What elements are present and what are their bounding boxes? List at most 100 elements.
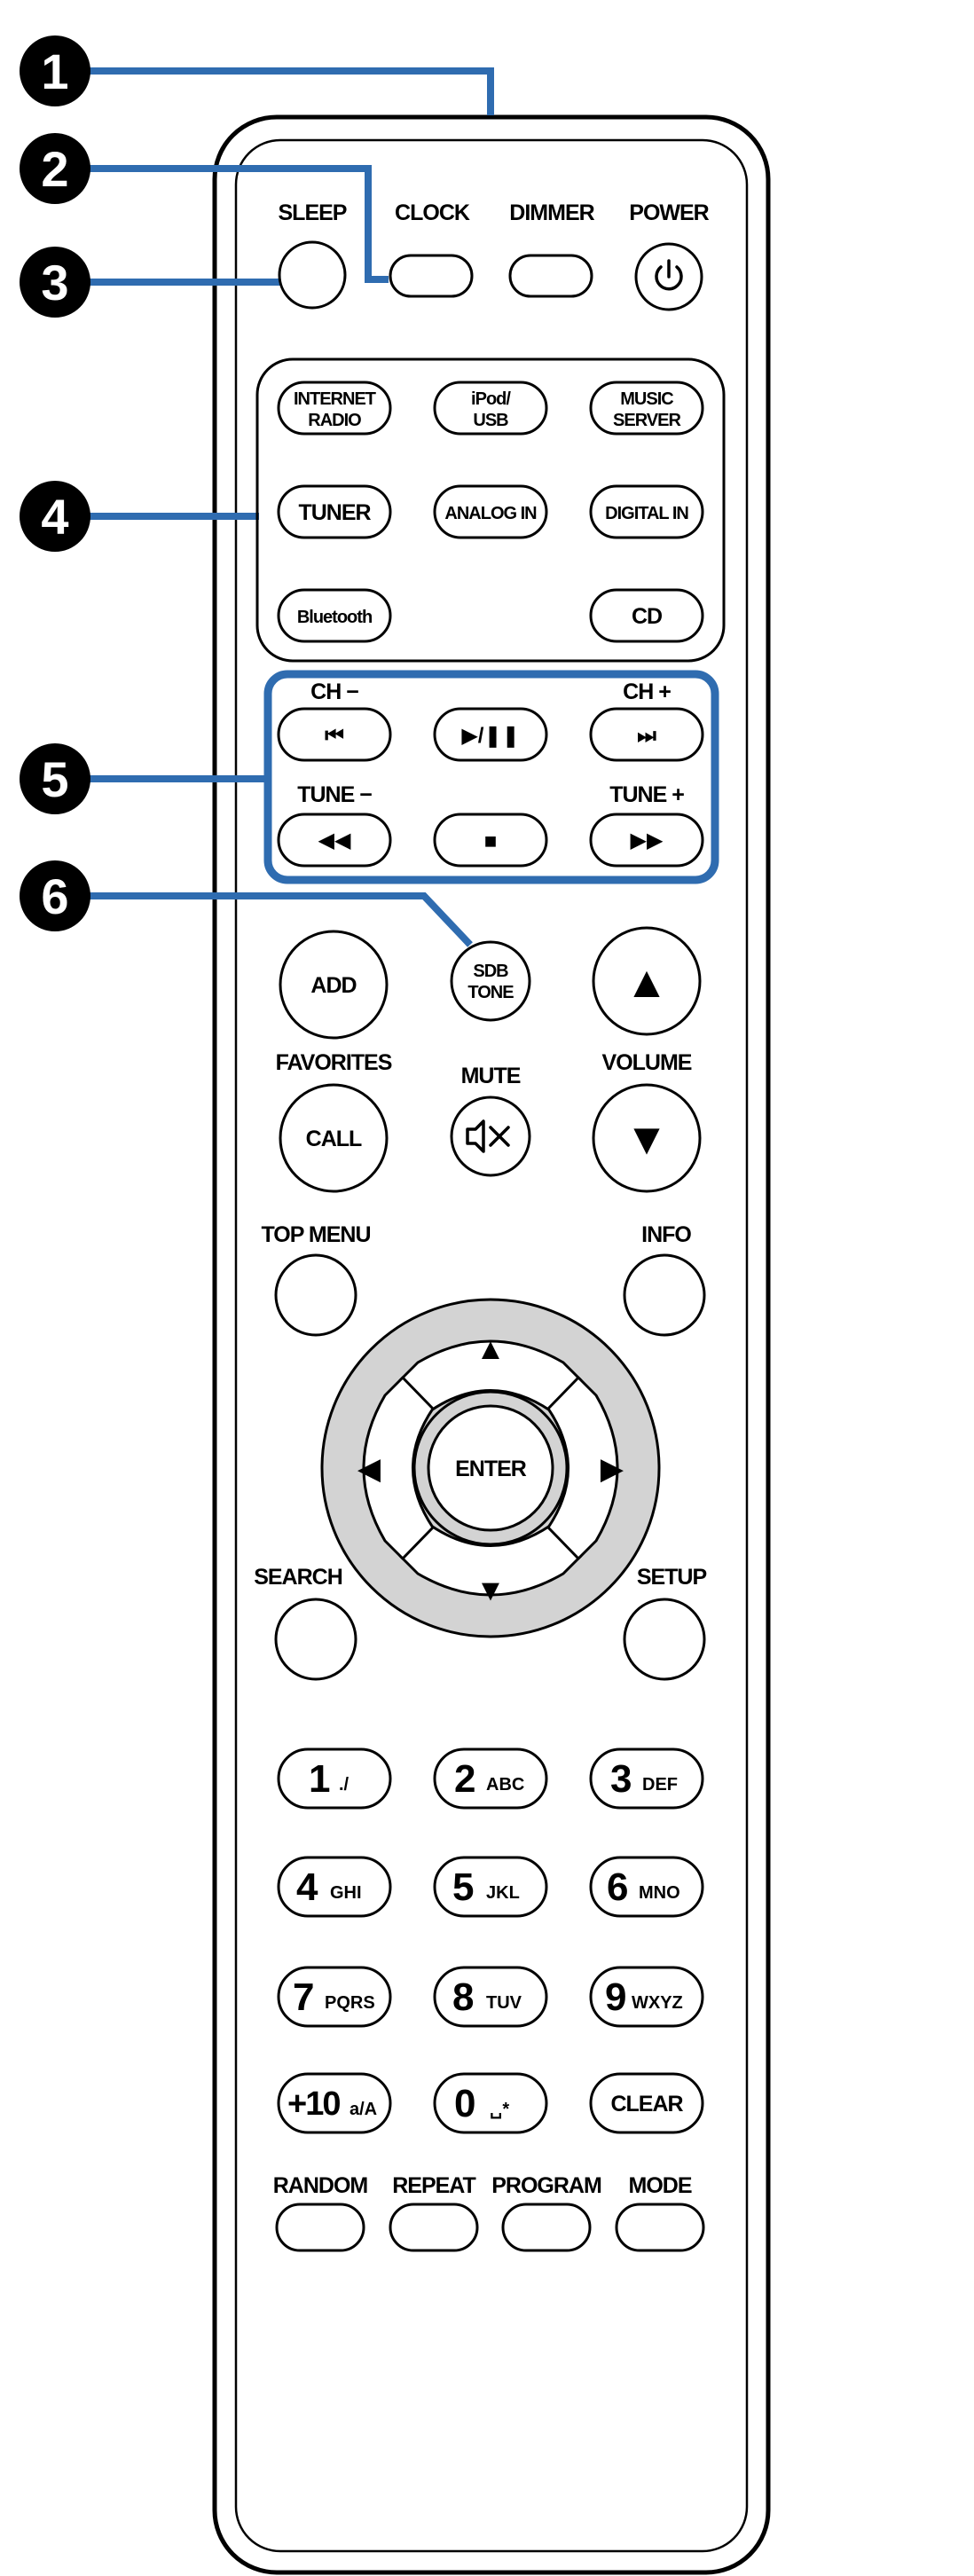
svg-text:ADD: ADD <box>310 973 356 998</box>
svg-text:RADIO: RADIO <box>308 411 361 430</box>
mute-label: MUTE <box>461 1064 521 1088</box>
random-button[interactable] <box>275 2203 365 2252</box>
svg-text:a/A: a/A <box>350 2100 377 2119</box>
svg-text:6: 6 <box>607 1865 628 1909</box>
svg-text:7: 7 <box>293 1975 314 2019</box>
power-icon <box>655 259 683 291</box>
keypad-button-1[interactable]: 1 ./ <box>277 1747 392 1810</box>
rewind-button[interactable]: ◀◀ <box>277 813 392 868</box>
svg-text:./: ./ <box>339 1775 350 1795</box>
analog-in-button[interactable]: ANALOG IN <box>433 484 548 539</box>
svg-text:␣*: ␣* <box>490 2100 509 2119</box>
svg-text:5: 5 <box>41 751 68 807</box>
keypad-button-5[interactable]: 5 JKL <box>433 1856 548 1918</box>
svg-text:CLEAR: CLEAR <box>610 2092 683 2117</box>
rewind-icon: ◀◀ <box>318 829 351 852</box>
favorites-label: FAVORITES <box>276 1050 392 1075</box>
svg-text:ANALOG IN: ANALOG IN <box>444 504 537 523</box>
play-pause-button[interactable]: ▶/❚❚ <box>433 707 548 762</box>
keypad-button-8[interactable]: 8 TUV <box>433 1966 548 2028</box>
cursor-left-button[interactable] <box>362 1376 435 1560</box>
svg-text:1: 1 <box>309 1757 330 1801</box>
stop-icon: ■ <box>484 829 498 853</box>
svg-text:ABC: ABC <box>486 1775 524 1795</box>
volume-down-button[interactable]: ▼ <box>592 1083 702 1193</box>
next-track-button[interactable]: ⏭ <box>589 707 704 762</box>
cd-button[interactable]: CD <box>589 588 704 643</box>
call-button[interactable]: CALL <box>279 1083 389 1193</box>
sdb-tone-button[interactable]: SDB TONE <box>450 940 531 1022</box>
svg-text:2: 2 <box>454 1757 475 1801</box>
up-arrow-icon: ▲ <box>475 1332 506 1366</box>
svg-text:TONE: TONE <box>467 983 514 1002</box>
source-button-group <box>255 357 726 663</box>
keypad-button-7[interactable]: 7 PQRS <box>277 1966 392 2028</box>
program-label: PROGRAM <box>491 2173 601 2198</box>
tune-plus-label: TUNE + <box>609 782 684 807</box>
mute-icon <box>466 1119 510 1153</box>
add-button[interactable]: ADD <box>279 930 389 1040</box>
tuner-button[interactable]: TUNER <box>277 484 392 539</box>
setup-label: SETUP <box>637 1565 707 1590</box>
mode-button[interactable] <box>615 2203 705 2252</box>
keypad-button-2[interactable]: 2 ABC <box>433 1747 548 1810</box>
sleep-label: SLEEP <box>279 200 347 225</box>
repeat-button[interactable] <box>389 2203 479 2252</box>
program-button[interactable] <box>501 2203 592 2252</box>
volume-up-button[interactable]: ▲ <box>592 926 702 1036</box>
svg-text:INTERNET: INTERNET <box>294 389 376 409</box>
setup-button[interactable] <box>623 1598 706 1681</box>
mode-label: MODE <box>629 2173 692 2198</box>
volume-up-icon: ▲ <box>624 957 669 1007</box>
ipod-usb-button[interactable]: iPod/ USB <box>433 381 548 436</box>
callout-badge-5: 5 <box>20 743 90 814</box>
bluetooth-button[interactable]: Bluetooth <box>277 588 392 643</box>
previous-track-button[interactable]: ⏮ <box>277 707 392 762</box>
cursor-right-button[interactable] <box>546 1376 619 1560</box>
sleep-button[interactable] <box>278 240 347 310</box>
dimmer-button[interactable] <box>508 254 593 298</box>
svg-text:2: 2 <box>41 141 68 197</box>
fast-forward-button[interactable]: ▶▶ <box>589 813 704 868</box>
svg-text:PQRS: PQRS <box>325 1993 375 2013</box>
callout-badge-6: 6 <box>20 860 90 931</box>
svg-text:JKL: JKL <box>486 1883 520 1903</box>
clock-label: CLOCK <box>395 200 470 225</box>
svg-text:SDB: SDB <box>473 962 508 981</box>
volume-label: VOLUME <box>602 1050 692 1075</box>
skip-back-icon: ⏮ <box>325 724 344 748</box>
info-button[interactable] <box>623 1253 706 1337</box>
svg-text:6: 6 <box>41 868 68 924</box>
stop-button[interactable]: ■ <box>433 813 548 868</box>
top-menu-button[interactable] <box>274 1253 357 1337</box>
callout-badge-2: 2 <box>20 133 90 204</box>
transport-button-group <box>263 670 719 884</box>
keypad-button-3[interactable]: 3 DEF <box>589 1747 704 1810</box>
volume-down-icon: ▼ <box>624 1114 669 1164</box>
callout-badge-1: 1 <box>20 35 90 106</box>
callout-line-1 <box>55 67 494 115</box>
enter-button[interactable]: ENTER <box>427 1404 554 1532</box>
svg-text:+10: +10 <box>287 2085 340 2123</box>
internet-radio-button[interactable]: INTERNET RADIO <box>277 381 392 436</box>
callout-line-6 <box>55 892 473 947</box>
svg-text:USB: USB <box>473 411 508 430</box>
power-button[interactable] <box>634 242 703 311</box>
keypad-button-9[interactable]: 9 WXYZ <box>589 1966 704 2028</box>
mute-button[interactable] <box>450 1096 531 1177</box>
keypad-button-0[interactable]: 0 ␣* <box>433 2072 548 2134</box>
keypad-button-4[interactable]: 4 GHI <box>277 1856 392 1918</box>
keypad-button-6[interactable]: 6 MNO <box>589 1856 704 1918</box>
svg-text:iPod/: iPod/ <box>471 389 511 409</box>
digital-in-button[interactable]: DIGITAL IN <box>589 484 704 539</box>
right-arrow-icon: ▶ <box>601 1452 624 1486</box>
clock-button[interactable] <box>389 254 474 298</box>
keypad-button-plus-10[interactable]: +10 a/A <box>277 2072 392 2134</box>
search-button[interactable] <box>274 1598 357 1681</box>
svg-text:TUNER: TUNER <box>298 500 371 525</box>
ch-minus-label: CH − <box>310 679 358 704</box>
clear-button[interactable]: CLEAR <box>589 2072 704 2134</box>
remote-body-inner <box>234 138 749 2553</box>
music-server-button[interactable]: MUSIC SERVER <box>589 381 704 436</box>
info-label: INFO <box>641 1222 691 1247</box>
